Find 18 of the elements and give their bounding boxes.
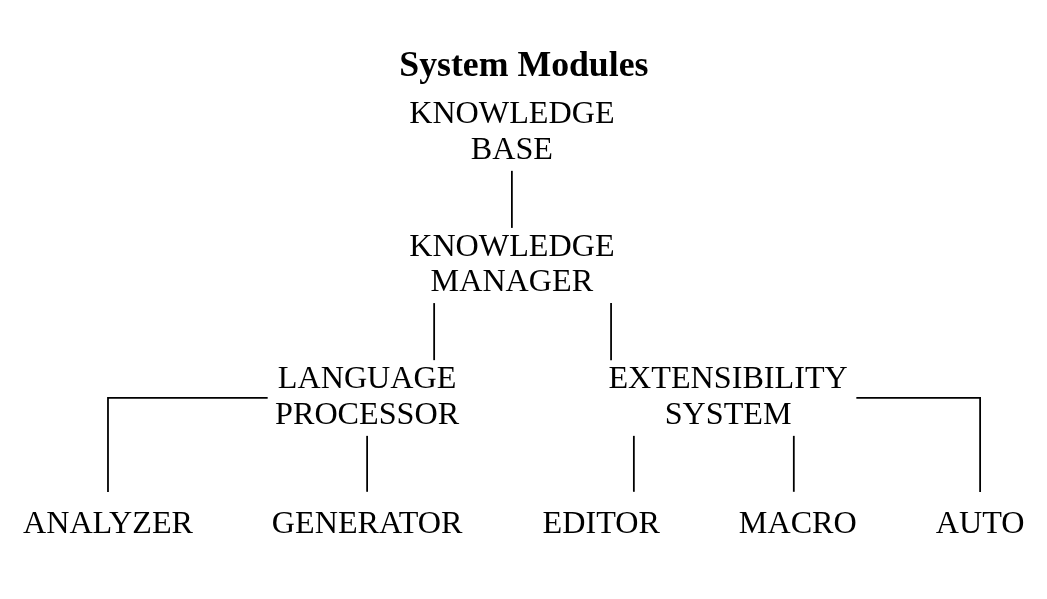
connector <box>511 169 513 229</box>
connector <box>855 396 981 493</box>
connector <box>632 434 635 493</box>
node-text: EDITOR <box>542 503 660 540</box>
diagram-title: System Modules <box>399 44 649 85</box>
node-text: KNOWLEDGE MANAGER <box>409 226 615 299</box>
connector <box>107 396 269 493</box>
node-text: KNOWLEDGE BASE <box>409 94 615 167</box>
connector <box>610 302 612 362</box>
connector <box>366 434 368 493</box>
node-text: LANGUAGE PROCESSOR <box>275 358 460 431</box>
node-text: EXTENSIBILITY SYSTEM <box>608 358 848 431</box>
node-text: MACRO <box>738 503 857 540</box>
connector <box>792 434 795 493</box>
node-text: AUTO <box>935 503 1025 540</box>
node-text: ANALYZER <box>22 503 194 540</box>
node-text: GENERATOR <box>271 503 463 540</box>
connector <box>433 302 436 362</box>
